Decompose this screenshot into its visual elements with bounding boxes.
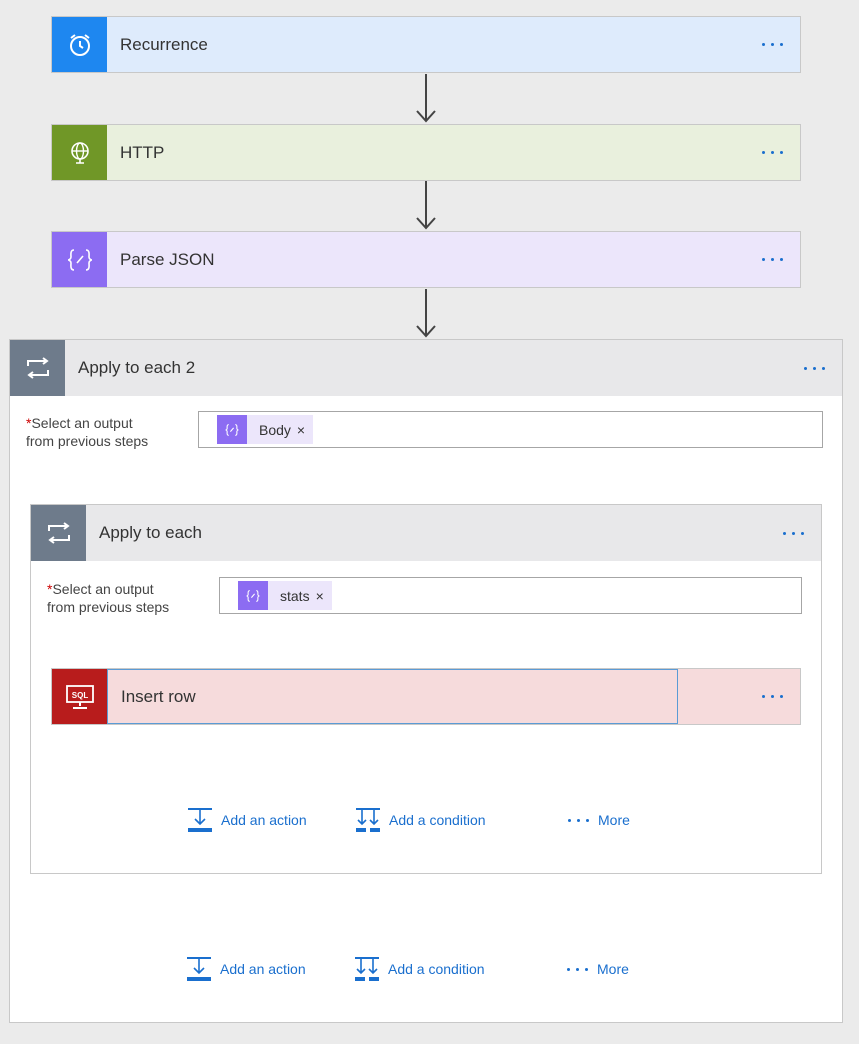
more-options-button[interactable] <box>786 340 842 396</box>
add-condition-icon <box>356 808 380 832</box>
add-condition-button[interactable]: Add a condition <box>354 956 485 982</box>
add-condition-label: Add a condition <box>388 961 485 977</box>
add-action-icon <box>188 808 212 832</box>
braces-icon <box>52 232 107 287</box>
more-options-button[interactable] <box>744 17 800 72</box>
output-field-label: *Select an output from previous steps <box>26 415 149 449</box>
more-options-button[interactable] <box>744 125 800 180</box>
token-label: Body <box>259 421 291 438</box>
svg-text:SQL: SQL <box>71 691 88 700</box>
more-dots-icon <box>565 818 592 822</box>
add-condition-label: Add a condition <box>389 812 486 828</box>
apply-to-each-scope: Apply to each *Select an output from pre… <box>30 504 822 874</box>
more-options-button[interactable] <box>744 232 800 287</box>
loop-icon <box>31 505 86 561</box>
add-action-label: Add an action <box>221 812 307 828</box>
alarm-clock-icon <box>52 17 107 72</box>
scope-title: Apply to each <box>99 523 203 542</box>
body-token[interactable]: Body × <box>217 415 314 444</box>
more-options-button[interactable] <box>765 505 821 561</box>
stats-token[interactable]: stats × <box>238 581 332 610</box>
more-button[interactable]: More <box>565 807 630 833</box>
output-field-label: *Select an output from previous steps <box>47 581 170 615</box>
add-action-icon <box>187 957 211 981</box>
more-label: More <box>597 961 629 977</box>
sql-monitor-icon: SQL <box>52 669 107 724</box>
add-condition-icon <box>355 957 379 981</box>
more-dots-icon <box>564 967 591 971</box>
scope-header[interactable]: Apply to each 2 <box>10 340 842 396</box>
loop-icon <box>10 340 65 396</box>
step-title: HTTP <box>120 142 165 162</box>
scope-title: Apply to each 2 <box>78 358 196 377</box>
arrow-down-icon <box>416 181 436 230</box>
token-label: stats <box>280 587 310 604</box>
step-title: Parse JSON <box>120 249 215 269</box>
insert-row-step[interactable]: SQL Insert row <box>51 668 801 725</box>
arrow-down-icon <box>416 289 436 338</box>
more-options-button[interactable] <box>744 669 800 724</box>
step-title: Recurrence <box>120 34 208 54</box>
step-title[interactable]: Insert row <box>107 669 678 724</box>
remove-token-button[interactable]: × <box>296 421 306 438</box>
globe-icon <box>52 125 107 180</box>
scope-header[interactable]: Apply to each <box>31 505 821 561</box>
add-condition-button[interactable]: Add a condition <box>355 807 486 833</box>
braces-icon <box>238 581 268 610</box>
braces-icon <box>217 415 247 444</box>
add-action-button[interactable]: Add an action <box>187 807 307 833</box>
output-select-input[interactable]: stats × <box>219 577 802 614</box>
output-select-input[interactable]: Body × <box>198 411 823 448</box>
more-label: More <box>598 812 630 828</box>
parse-json-step[interactable]: Parse JSON <box>51 231 801 288</box>
add-action-label: Add an action <box>220 961 306 977</box>
remove-token-button[interactable]: × <box>315 587 324 604</box>
apply-to-each-2-scope: Apply to each 2 *Select an output from p… <box>9 339 843 1023</box>
more-button[interactable]: More <box>564 956 629 982</box>
http-step[interactable]: HTTP <box>51 124 801 181</box>
recurrence-step[interactable]: Recurrence <box>51 16 801 73</box>
add-action-button[interactable]: Add an action <box>186 956 306 982</box>
arrow-down-icon <box>416 74 436 123</box>
